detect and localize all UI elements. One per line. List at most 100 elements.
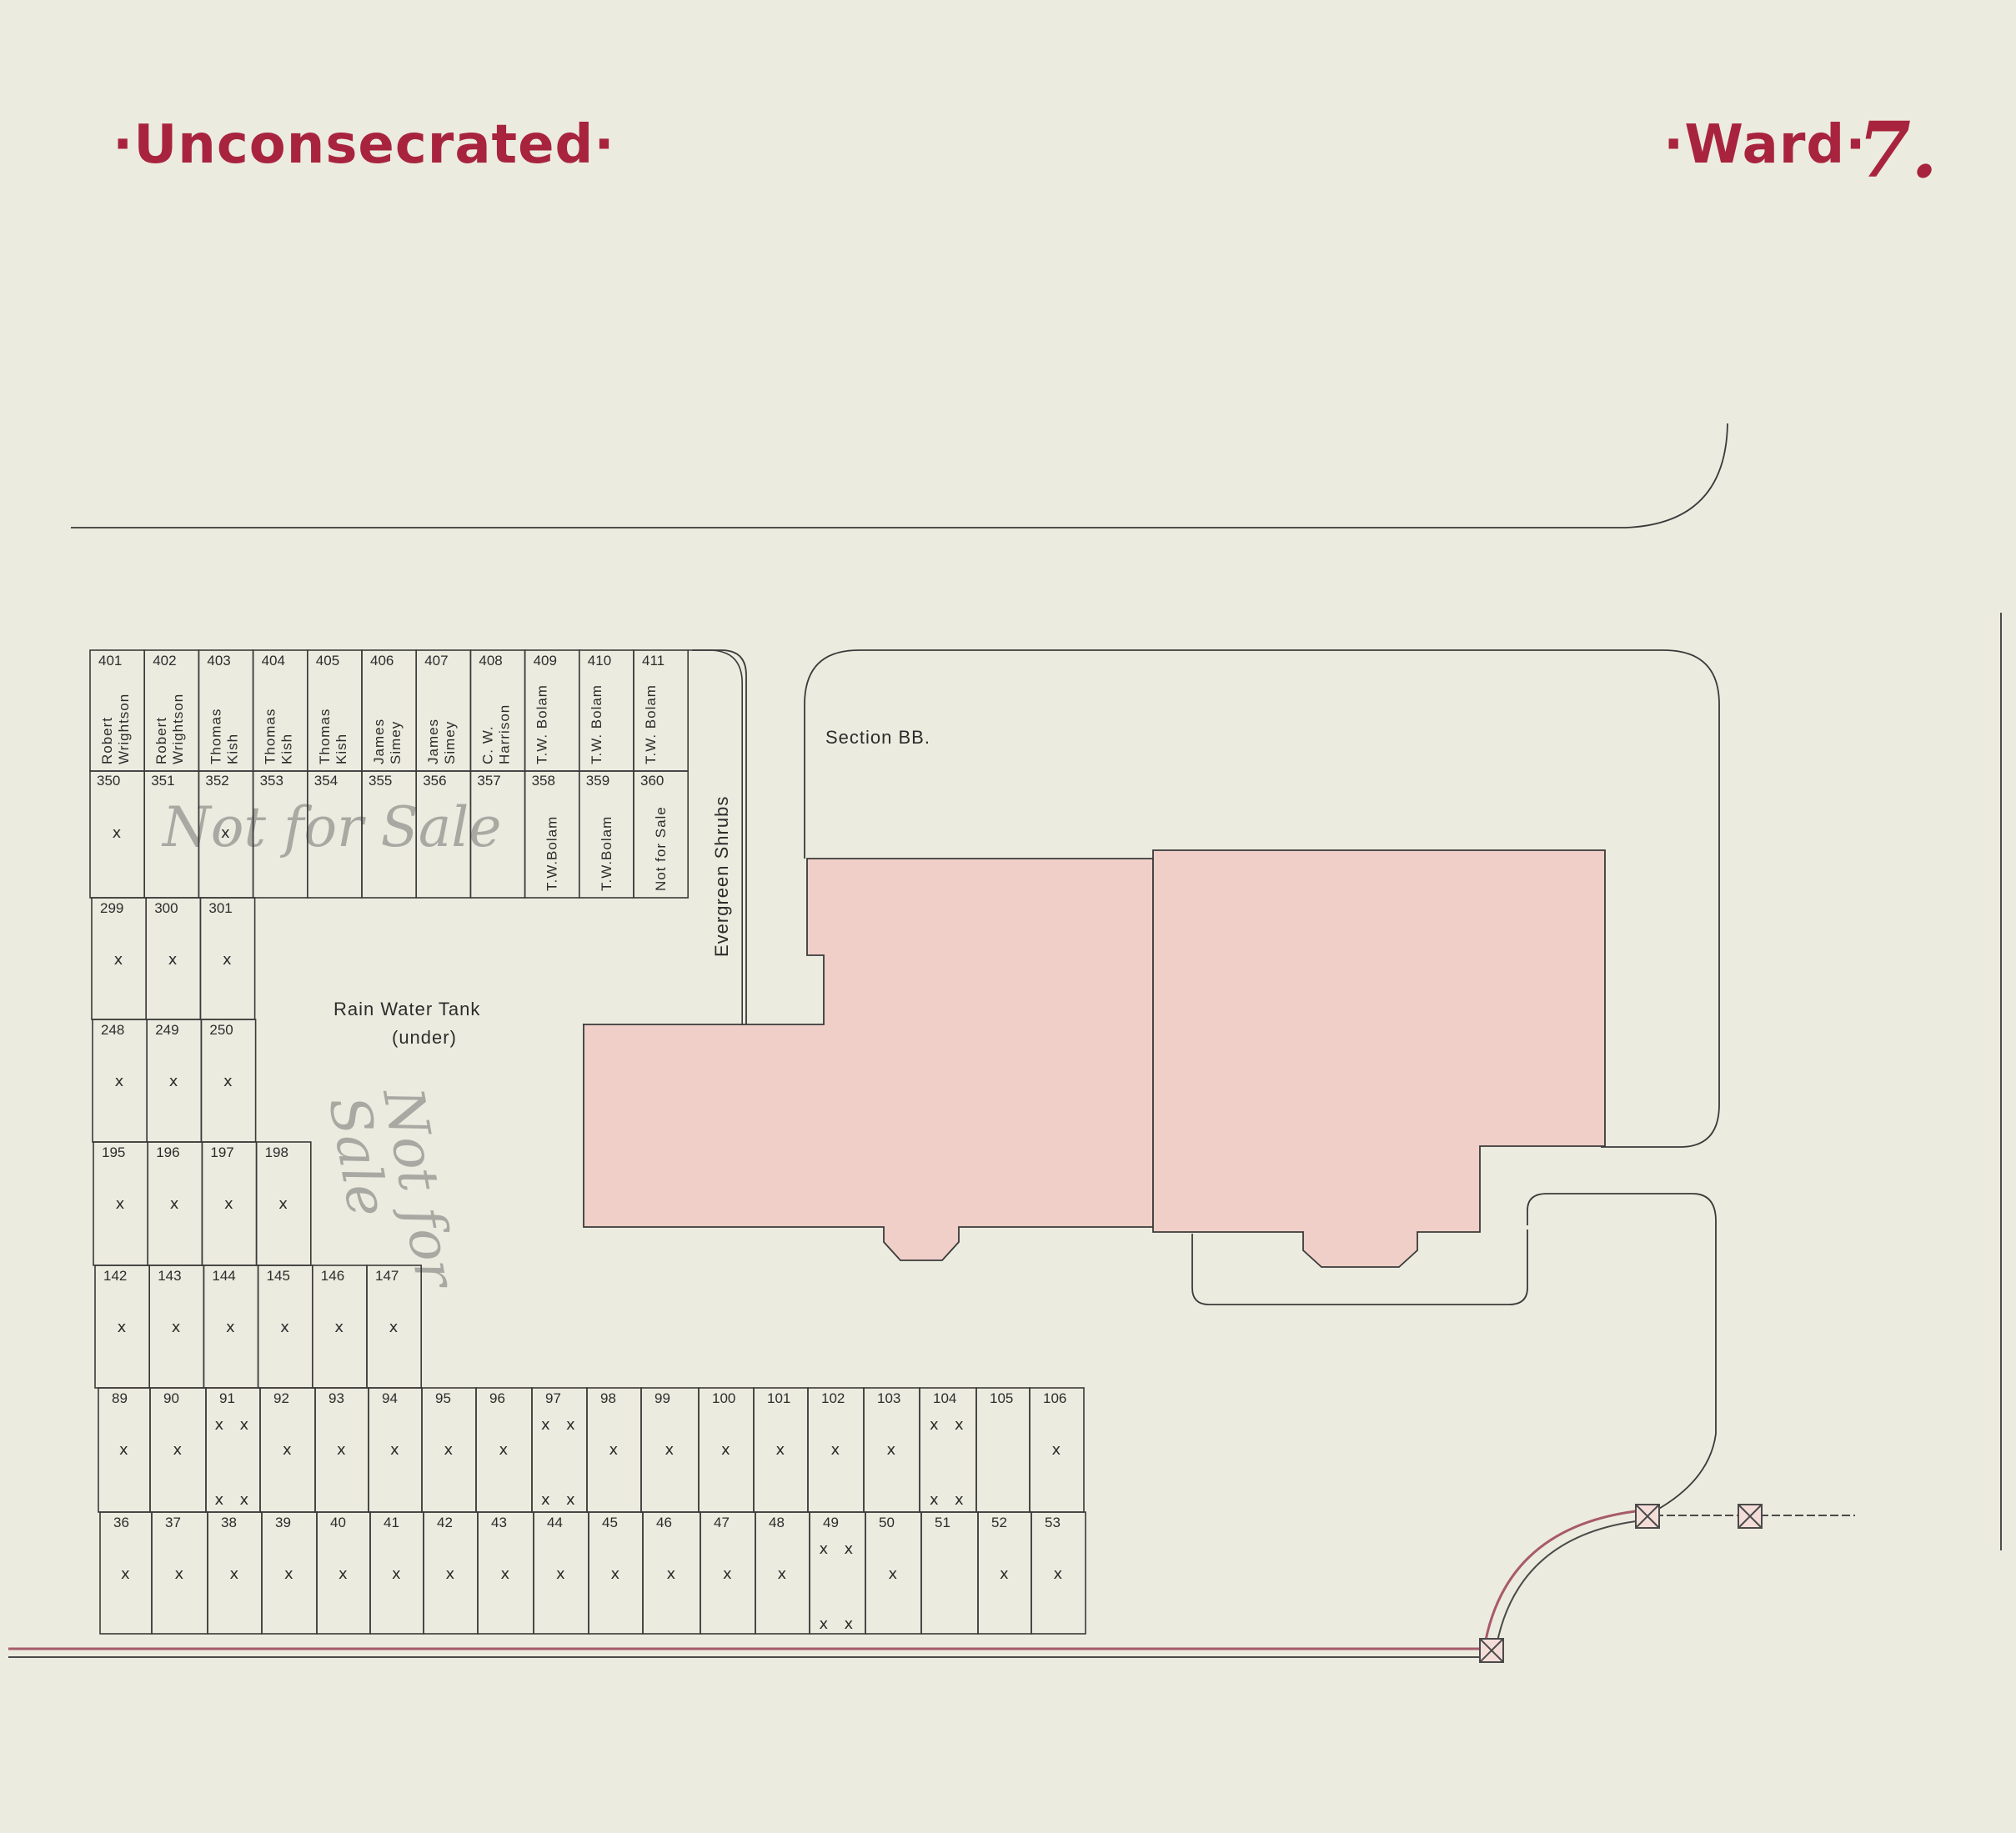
plot-mark: x <box>223 1073 233 1090</box>
plot-number: 411 <box>642 653 664 669</box>
plot-mark: x <box>665 1441 675 1459</box>
plot-number: 43 <box>491 1515 507 1530</box>
plot-number: 301 <box>208 900 232 916</box>
plot-owner: James <box>371 719 387 764</box>
plot-number: 46 <box>656 1515 672 1530</box>
plot-number: 146 <box>321 1268 344 1284</box>
plot-owner: T.W. Bolam <box>534 684 550 764</box>
plot-mark: x <box>230 1565 239 1583</box>
chapel-west <box>583 858 1154 1261</box>
plot-mark: x <box>1052 1441 1061 1459</box>
plot-mark: x <box>115 1073 124 1090</box>
chapel-east <box>1152 849 1606 1268</box>
plot-mark: x <box>955 1416 964 1434</box>
plot-number: 40 <box>330 1515 346 1530</box>
plot-mark: x <box>566 1491 575 1509</box>
plot-number: 104 <box>933 1390 956 1406</box>
plot-cell <box>531 1387 588 1513</box>
plot-mark: x <box>170 1195 179 1213</box>
plot-mark: x <box>499 1441 509 1459</box>
shrub-strip-edge <box>688 649 743 1025</box>
plot-owner: Wrightson <box>116 694 132 764</box>
plot-mark: x <box>820 1615 829 1633</box>
plot-owner: Thomas <box>317 709 333 764</box>
plot-owner: Kish <box>279 734 295 764</box>
plot-number: 196 <box>156 1144 179 1160</box>
plot-mark: x <box>334 1319 344 1336</box>
plot-mark: x <box>446 1565 455 1583</box>
plot-mark: x <box>121 1565 130 1583</box>
plot-cell <box>919 1387 977 1513</box>
ward-number: 7. <box>1858 105 1938 195</box>
ward-label: ·Ward· <box>1663 114 1867 176</box>
plot-owner: Simey <box>442 721 458 764</box>
plot-number: 249 <box>155 1022 178 1038</box>
plot-number: 354 <box>314 773 338 789</box>
plot-mark: x <box>723 1565 732 1583</box>
plot-number: 351 <box>151 773 174 789</box>
plot-mark: x <box>240 1416 249 1434</box>
plot-mark: x <box>215 1416 224 1434</box>
plot-mark: x <box>392 1565 401 1583</box>
tank-sub-label: (under) <box>392 1027 457 1048</box>
plot-number: 52 <box>991 1515 1007 1530</box>
plot-number: 360 <box>640 773 664 789</box>
plot-owner: T.W. Bolam <box>643 684 659 764</box>
plot-number: 299 <box>100 900 123 916</box>
plot-mark: x <box>556 1565 565 1583</box>
plot-number: 250 <box>209 1022 233 1038</box>
plot-number: 145 <box>267 1268 290 1284</box>
plot-mark: x <box>215 1491 224 1509</box>
plot-number: 45 <box>602 1515 618 1530</box>
plot-number: 410 <box>588 653 611 669</box>
pencil-note-top: Not for Sale <box>161 795 501 859</box>
section-bb-path <box>804 649 1720 1148</box>
plot-owner: T.W.Bolam <box>544 816 560 891</box>
plot-number: 47 <box>714 1515 730 1530</box>
plot-owner: Simey <box>388 721 404 764</box>
plot-mark: x <box>820 1540 829 1558</box>
plot-mark: x <box>776 1441 785 1459</box>
plot-number: 403 <box>207 653 230 669</box>
ward-label-group: ·Ward· 7. <box>1663 105 1938 195</box>
main-road <box>8 1509 1855 1658</box>
plot-mark: x <box>280 1319 289 1336</box>
front-drive-loop <box>1191 1230 1528 1305</box>
plot-mark: x <box>501 1565 510 1583</box>
plot-number: 401 <box>98 653 122 669</box>
plot-mark: x <box>226 1319 235 1336</box>
plot-number: 49 <box>823 1515 839 1530</box>
plot-number: 143 <box>158 1268 181 1284</box>
plot-owner: Wrightson <box>170 694 186 764</box>
plot-number: 97 <box>545 1390 561 1406</box>
plot-mark: x <box>223 951 232 969</box>
plot-mark: x <box>778 1565 787 1583</box>
plot-number: 38 <box>221 1515 237 1530</box>
plot-owner: Kish <box>333 734 349 764</box>
plot-mark: x <box>221 824 230 842</box>
plot-number: 356 <box>423 773 446 789</box>
plot-owner: Thomas <box>208 709 223 764</box>
plot-mark: x <box>118 1319 127 1336</box>
plot-mark: x <box>889 1565 898 1583</box>
plot-cell <box>633 770 689 899</box>
plot-mark: x <box>169 1073 178 1090</box>
plot-number: 44 <box>547 1515 563 1530</box>
plot-mark: x <box>831 1441 840 1459</box>
plot-number: 359 <box>586 773 609 789</box>
plot-owner: Kish <box>224 734 240 764</box>
plot-mark: x <box>611 1565 620 1583</box>
plot-number: 98 <box>600 1390 616 1406</box>
plot-mark: x <box>172 1319 181 1336</box>
plot-number: 100 <box>712 1390 735 1406</box>
plot-number: 350 <box>97 773 120 789</box>
plot-number: 41 <box>384 1515 399 1530</box>
plot-mark: x <box>278 1195 288 1213</box>
plot-number: 300 <box>154 900 178 916</box>
plot-mark: x <box>541 1416 550 1434</box>
plot-number: 355 <box>369 773 392 789</box>
plot-mark: x <box>224 1195 233 1213</box>
plot-number: 94 <box>382 1390 398 1406</box>
plot-number: 101 <box>767 1390 790 1406</box>
plot-mark: x <box>116 1195 125 1213</box>
